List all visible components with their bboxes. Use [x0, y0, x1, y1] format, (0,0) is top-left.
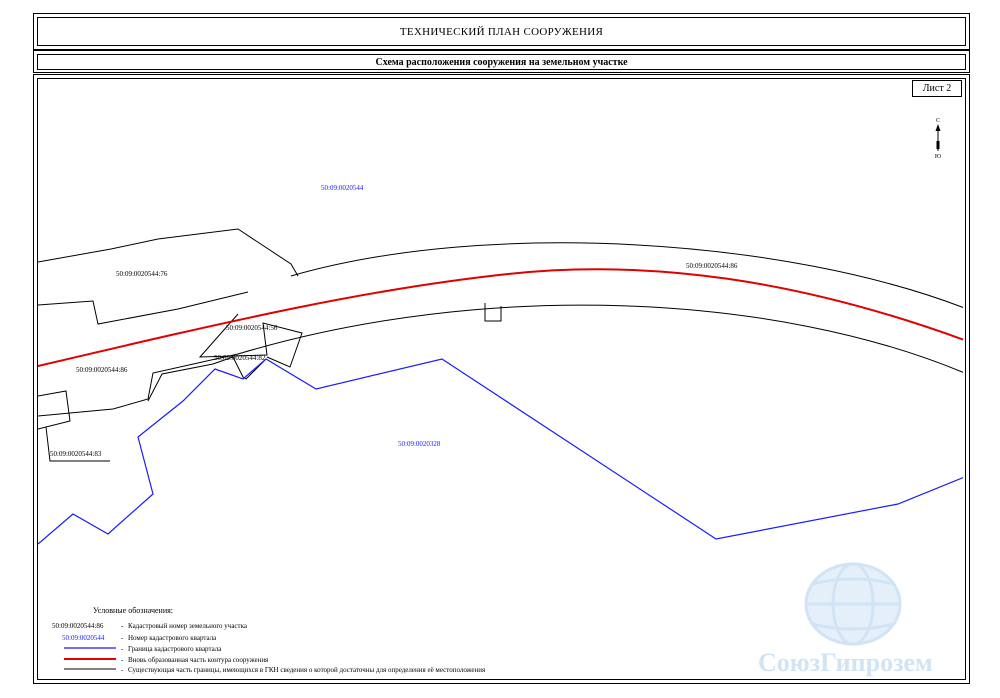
legend-item-label: Существующая часть границы, имеющихся в …	[128, 666, 486, 674]
cadastral-map: С Ю	[38, 118, 963, 677]
map-area: Лист 2 С Ю	[37, 78, 966, 680]
legend-item-label: Номер кадастрового квартала	[128, 634, 217, 642]
legend-dash: -	[121, 656, 124, 664]
legend-symbol-parcel: 50:09:0020544:86	[52, 622, 104, 630]
parcel-83-top	[38, 390, 71, 430]
legend-dash: -	[121, 622, 124, 630]
document-title: ТЕХНИЧЕСКИЙ ПЛАН СООРУЖЕНИЯ	[37, 17, 966, 46]
road-south-edge	[38, 304, 963, 417]
compass-arrow-head	[935, 124, 941, 131]
quarter-label: 50:09:0020328	[398, 440, 441, 448]
parcel-label: 50:09:0020544:56	[226, 324, 278, 332]
parcel-83-label-leader	[45, 426, 110, 462]
parcel-76-bottom	[38, 291, 249, 325]
watermark-text: СоюзГипрозем	[758, 648, 933, 677]
compass-tail	[936, 141, 940, 149]
map-frame: Лист 2 С Ю	[33, 74, 970, 684]
parcel-86-inner	[147, 356, 234, 402]
parcel-label: 50:09:0020544:83	[50, 450, 102, 458]
road-notch	[484, 303, 502, 322]
parcel-76-top	[38, 228, 299, 277]
legend-dash: -	[121, 634, 124, 642]
legend-dash: -	[121, 666, 124, 674]
compass-north-label: С	[936, 118, 940, 124]
compass-south-label: Ю	[935, 154, 941, 160]
globe-icon	[804, 562, 902, 646]
parcel-label: 50:09:0020544:86	[76, 366, 128, 374]
new-contour-line	[38, 268, 963, 367]
legend-title: Условные обозначения:	[93, 606, 173, 615]
legend: Условные обозначения: 50:09:0020544:86 -…	[52, 606, 486, 674]
parcel-56-boundary	[198, 313, 303, 368]
legend-dash: -	[121, 645, 124, 653]
quarter-boundary-line	[38, 358, 963, 545]
sheet-number: Лист 2	[912, 80, 962, 97]
legend-item-label: Вновь образованная часть контура сооруже…	[128, 656, 269, 664]
parcel-label: 50:09:0020544:76	[116, 270, 168, 278]
parcel-label: 50:09:0020544:82	[214, 354, 266, 362]
legend-item-label: Граница кадастрового квартала	[128, 645, 222, 653]
legend-symbol-quarter: 50:09:0020544	[62, 634, 105, 642]
road-north-edge	[290, 242, 963, 309]
legend-item-label: Кадастровый номер земельного участка	[128, 622, 248, 630]
title-frame: ТЕХНИЧЕСКИЙ ПЛАН СООРУЖЕНИЯ	[33, 13, 970, 50]
subtitle-frame: Схема расположения сооружения на земельн…	[33, 50, 970, 73]
quarter-label: 50:09:0020544	[321, 184, 364, 192]
north-arrow-icon: С Ю	[935, 118, 941, 160]
watermark-logo: СоюзГипрозем	[758, 562, 933, 677]
document-subtitle: Схема расположения сооружения на земельн…	[37, 54, 966, 70]
parcel-label: 50:09:0020544:86	[686, 262, 738, 270]
existing-boundaries	[38, 228, 963, 462]
